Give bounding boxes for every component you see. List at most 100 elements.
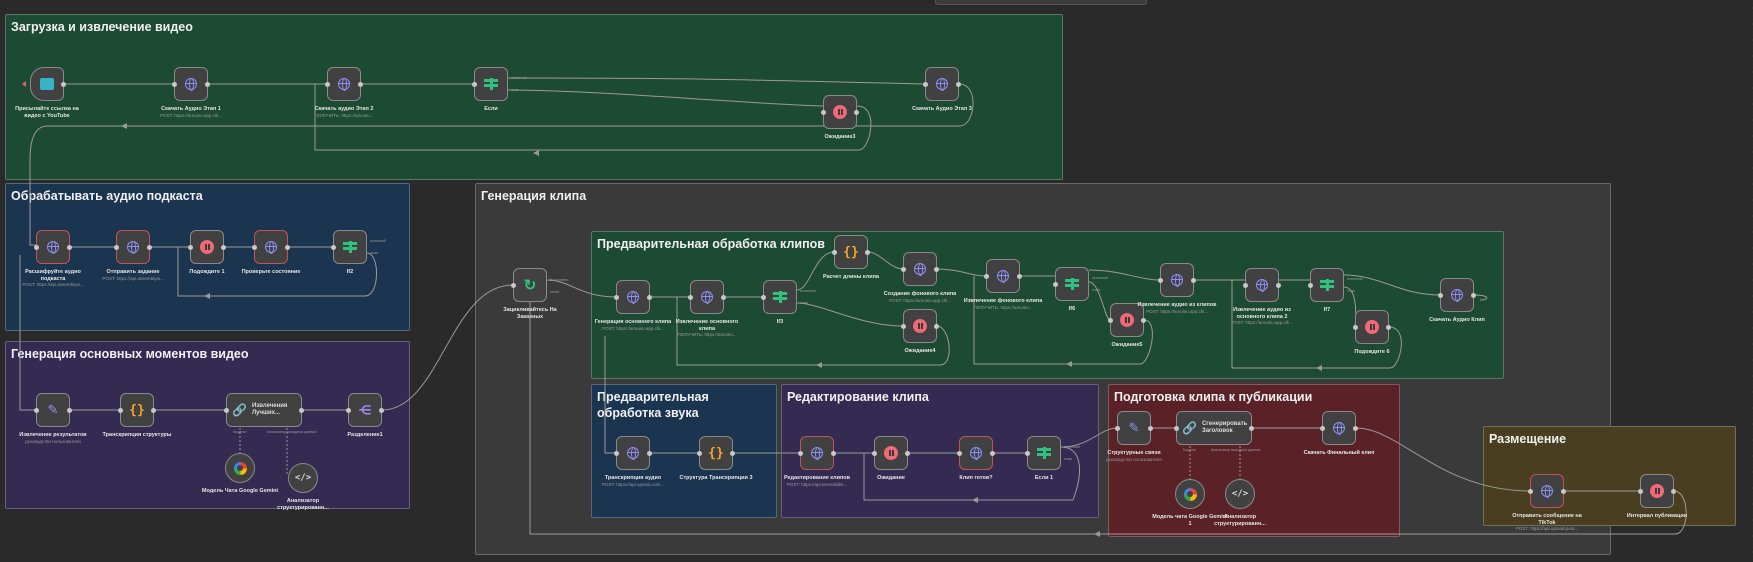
input-port[interactable] [1243, 282, 1248, 288]
structured-parser-2-node[interactable]: </> Анализатор структурированн... [1214, 479, 1266, 527]
output-port[interactable] [854, 109, 859, 115]
output-port[interactable] [831, 450, 836, 456]
input-port[interactable] [1320, 425, 1325, 431]
input-port[interactable] [1025, 450, 1030, 456]
output-port[interactable] [1017, 273, 1022, 279]
output-port[interactable] [647, 450, 652, 456]
output-port[interactable] [285, 244, 290, 250]
output-port[interactable] [205, 81, 210, 87]
input-port[interactable] [325, 81, 330, 87]
download-audio-clip-node[interactable]: Скачать Аудио Клип [1429, 278, 1485, 323]
transcription-structure-node[interactable]: {} Транскрипция структуры [103, 393, 172, 438]
input-port[interactable] [872, 450, 877, 456]
input-port[interactable] [224, 407, 229, 413]
output-port[interactable] [934, 323, 939, 329]
youtube-form-node[interactable]: Присылайте ссылка на видео с YouTube [15, 67, 79, 119]
if-1-node[interactable]: Если 1 истинный ложь [1025, 436, 1080, 481]
input-port[interactable] [1308, 282, 1313, 288]
publish-interval-node[interactable]: Интервал публикации [1627, 474, 1687, 519]
input-port[interactable] [984, 273, 989, 279]
wait-4-node[interactable]: Ожидание4 [901, 309, 939, 354]
input-port[interactable] [346, 407, 351, 413]
if3-node[interactable]: If3 истинный ложь [761, 280, 816, 325]
input-port[interactable] [923, 81, 928, 87]
input-port[interactable] [511, 282, 516, 288]
group-preprocess[interactable]: Предварительная обработка клипов [591, 231, 1504, 379]
input-port[interactable] [1053, 281, 1058, 287]
output-port[interactable] [147, 244, 152, 250]
output-port[interactable] [1249, 425, 1254, 431]
input-port[interactable] [1115, 425, 1120, 431]
input-port[interactable] [1174, 425, 1179, 431]
input-port[interactable] [1528, 488, 1533, 494]
if6-node[interactable]: If6 истинный ложь [1053, 267, 1108, 312]
input-port[interactable] [114, 244, 119, 250]
output-port[interactable] [1671, 488, 1676, 494]
clip-ready-node[interactable]: Клип готов? [957, 436, 995, 481]
output-port[interactable] [379, 407, 384, 413]
output-port[interactable] [151, 407, 156, 413]
input-port[interactable] [172, 81, 177, 87]
wait-5-node[interactable]: Ожидание5 [1108, 303, 1146, 348]
if-node[interactable]: Если истинный ложь [472, 67, 527, 112]
input-port[interactable] [798, 450, 803, 456]
input-port[interactable] [697, 450, 702, 456]
download-audio-3-node[interactable]: Скачать Аудио Этап 3 [912, 67, 972, 112]
input-port[interactable] [188, 244, 193, 250]
input-port[interactable] [957, 450, 962, 456]
input-port[interactable] [901, 323, 906, 329]
gemini-model-1-node[interactable]: Модель чата Google Gemini 1 [1152, 479, 1228, 527]
input-port[interactable] [1158, 277, 1163, 283]
input-port[interactable] [761, 294, 766, 300]
output-port[interactable] [221, 244, 226, 250]
structured-parser-node[interactable]: </> Анализатор структурированн... [277, 463, 329, 511]
input-port[interactable] [252, 244, 257, 250]
input-port[interactable] [118, 407, 123, 413]
input-port[interactable] [614, 294, 619, 300]
input-port[interactable] [1438, 292, 1443, 298]
input-port[interactable] [832, 249, 837, 255]
generate-title-node[interactable]: 🔗 Сгенерировать Заголовок Модель Анализа… [1174, 411, 1260, 452]
output-port[interactable] [956, 81, 961, 87]
input-port[interactable] [614, 450, 619, 456]
check-status-node[interactable]: Проверьте состояние [242, 230, 300, 275]
output-port[interactable] [67, 244, 72, 250]
output-port[interactable] [730, 450, 735, 456]
input-port[interactable] [1638, 488, 1643, 494]
input-port[interactable] [472, 81, 477, 87]
wait-1-node[interactable]: Подождите 1 [188, 230, 226, 275]
split-node[interactable]: ⋲ Разделение1 [346, 393, 384, 438]
input-port[interactable] [688, 294, 693, 300]
output-port[interactable] [905, 450, 910, 456]
group-placement[interactable]: Размещение [1483, 426, 1736, 526]
transcription-structure-3-node[interactable]: {} Структура Транскрипции 3 [679, 436, 753, 481]
output-port[interactable] [1561, 488, 1566, 494]
output-port[interactable] [67, 407, 72, 413]
output-port[interactable] [1353, 425, 1358, 431]
wait-node[interactable]: Ожидание [872, 436, 910, 481]
wait-3-node[interactable]: Ожидание3 [821, 95, 859, 140]
loop-node[interactable]: ↻ Зацикливайтесь На Заказных Выполнено п… [503, 268, 568, 320]
group-publish-prep[interactable]: Подготовка клипа к публикации [1108, 384, 1400, 537]
output-port[interactable] [647, 294, 652, 300]
input-port[interactable] [901, 266, 906, 272]
input-port[interactable] [34, 407, 39, 413]
output-port[interactable] [61, 81, 66, 87]
download-final-clip-node[interactable]: Скачать Финальный клип [1304, 411, 1374, 456]
input-port[interactable] [331, 244, 336, 250]
output-port[interactable] [721, 294, 726, 300]
if7-node[interactable]: If7 истинный ложь [1308, 268, 1363, 313]
output-port[interactable] [299, 407, 304, 413]
